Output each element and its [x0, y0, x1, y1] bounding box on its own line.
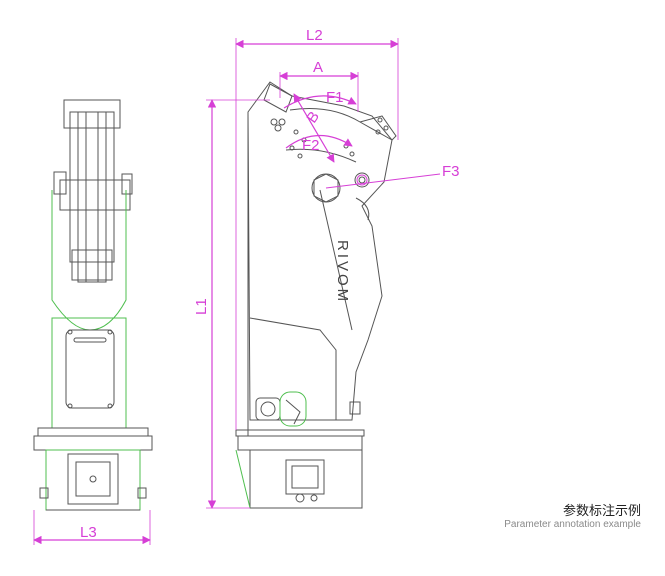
label-f2: F2	[302, 137, 320, 154]
force-f2: F2	[285, 134, 353, 154]
force-f1: F1	[283, 89, 357, 109]
caption-subtitle: Parameter annotation example	[504, 519, 641, 530]
label-l3: L3	[80, 524, 97, 541]
label-l2: L2	[306, 27, 323, 44]
caption-title: 参数标注示例	[562, 504, 641, 519]
dimension-l3: L3	[33, 510, 151, 545]
label-b: B	[303, 108, 323, 126]
brand-label: RIVOM	[334, 240, 351, 304]
label-f1: F1	[326, 89, 344, 106]
dimension-a: A	[279, 59, 359, 112]
force-f3: F3	[325, 163, 460, 189]
dimension-l2: L2	[235, 27, 399, 430]
label-l1: L1	[193, 298, 210, 315]
dimension-l1: L1	[193, 99, 270, 509]
label-a: A	[313, 59, 323, 76]
label-f3: F3	[442, 163, 460, 180]
side-view	[33, 99, 153, 511]
